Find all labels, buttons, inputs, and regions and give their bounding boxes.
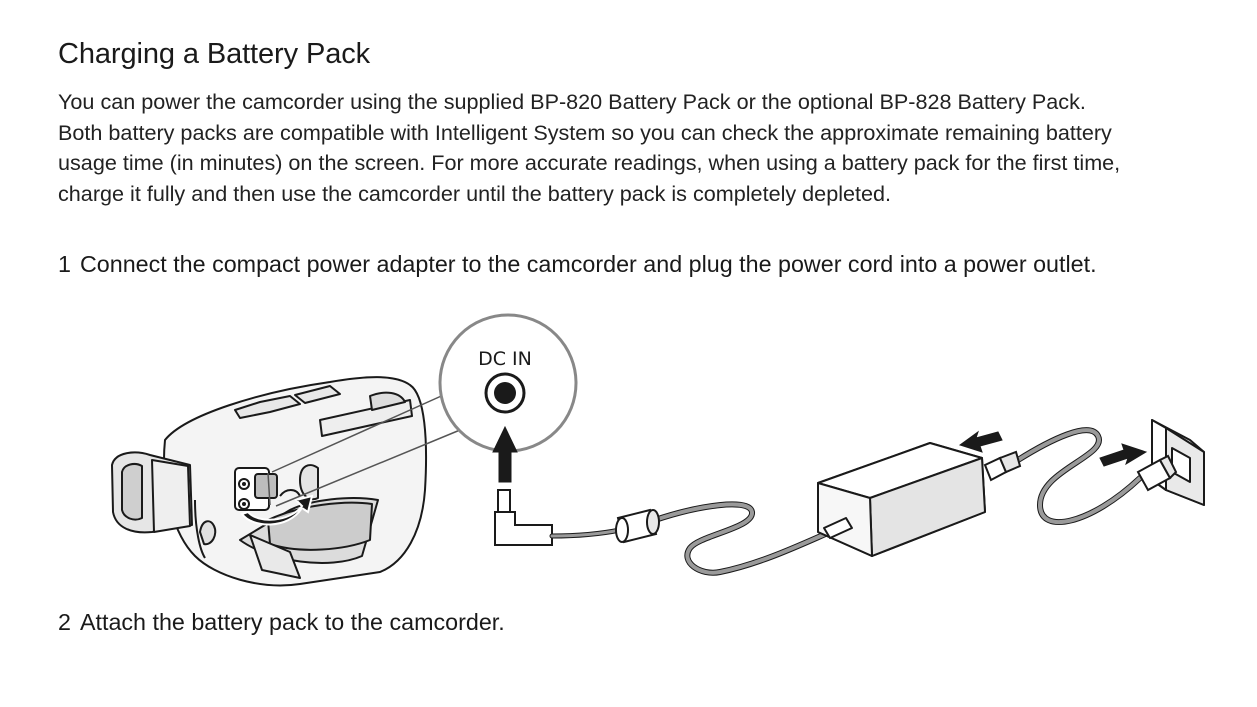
callout-connector bbox=[267, 392, 461, 507]
compact-power-adapter-drawing bbox=[817, 442, 986, 557]
insert-plug-arrow-icon bbox=[492, 425, 518, 483]
intro-line: charge it fully and then use the camcord… bbox=[58, 180, 892, 206]
power-cable bbox=[549, 501, 833, 576]
dc-plug-drawing bbox=[494, 489, 553, 546]
power-cord bbox=[1015, 427, 1143, 526]
intro-line: Both battery packs are compatible with I… bbox=[58, 119, 1112, 145]
cord-connector-drawing bbox=[983, 450, 1022, 482]
intro-line: You can power the camcorder using the su… bbox=[58, 89, 1086, 114]
plug-in-arrow-icon bbox=[1099, 443, 1148, 467]
step-2: 2 Attach the battery pack to the camcorde… bbox=[58, 609, 505, 636]
wall-plug-drawing bbox=[1136, 454, 1178, 492]
intro-line: usage time (in minutes) on the screen. F… bbox=[58, 150, 1121, 175]
dc-in-callout: DC IN bbox=[438, 313, 578, 453]
ferrite-core-drawing bbox=[615, 508, 660, 544]
step-text: Attach the battery pack to the camcorder… bbox=[79, 609, 505, 635]
camcorder-drawing bbox=[111, 376, 428, 587]
step-number: 1 bbox=[58, 251, 71, 277]
open-cover-arrow-icon bbox=[240, 494, 314, 526]
step-text: Connect the compact power adapter to the… bbox=[79, 251, 1097, 277]
connect-adapter-arrow-icon bbox=[958, 430, 1003, 453]
page-title: Charging a Battery Pack bbox=[58, 38, 371, 70]
dc-in-label: DC IN bbox=[478, 348, 532, 370]
intro-paragraph: You can power the camcorder using the su… bbox=[58, 87, 1253, 209]
step-number: 2 bbox=[58, 609, 71, 635]
step-1: 1 Connect the compact power adapter to th… bbox=[58, 251, 1097, 278]
power-outlet-drawing bbox=[1151, 419, 1205, 506]
charging-illustration: DC IN bbox=[111, 313, 1205, 587]
